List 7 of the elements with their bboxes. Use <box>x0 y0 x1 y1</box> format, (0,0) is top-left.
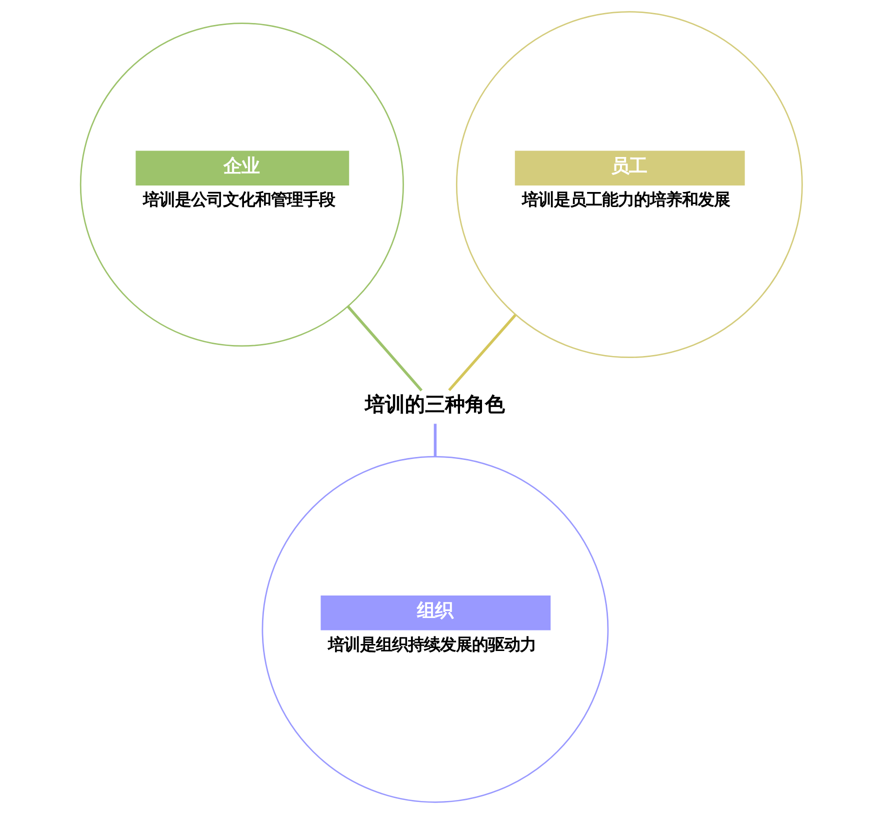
node-circle: 企业 培训是公司文化和管理手段 <box>79 22 404 347</box>
connector <box>433 424 436 456</box>
node-circle: 员工 培训是员工能力的培养和发展 <box>455 11 802 358</box>
connector <box>448 314 516 392</box>
node-text: 培训的三种角色 <box>364 392 505 416</box>
node-circle: 组织 培训是组织持续发展的驱动力 <box>261 456 608 803</box>
connector <box>346 306 422 392</box>
